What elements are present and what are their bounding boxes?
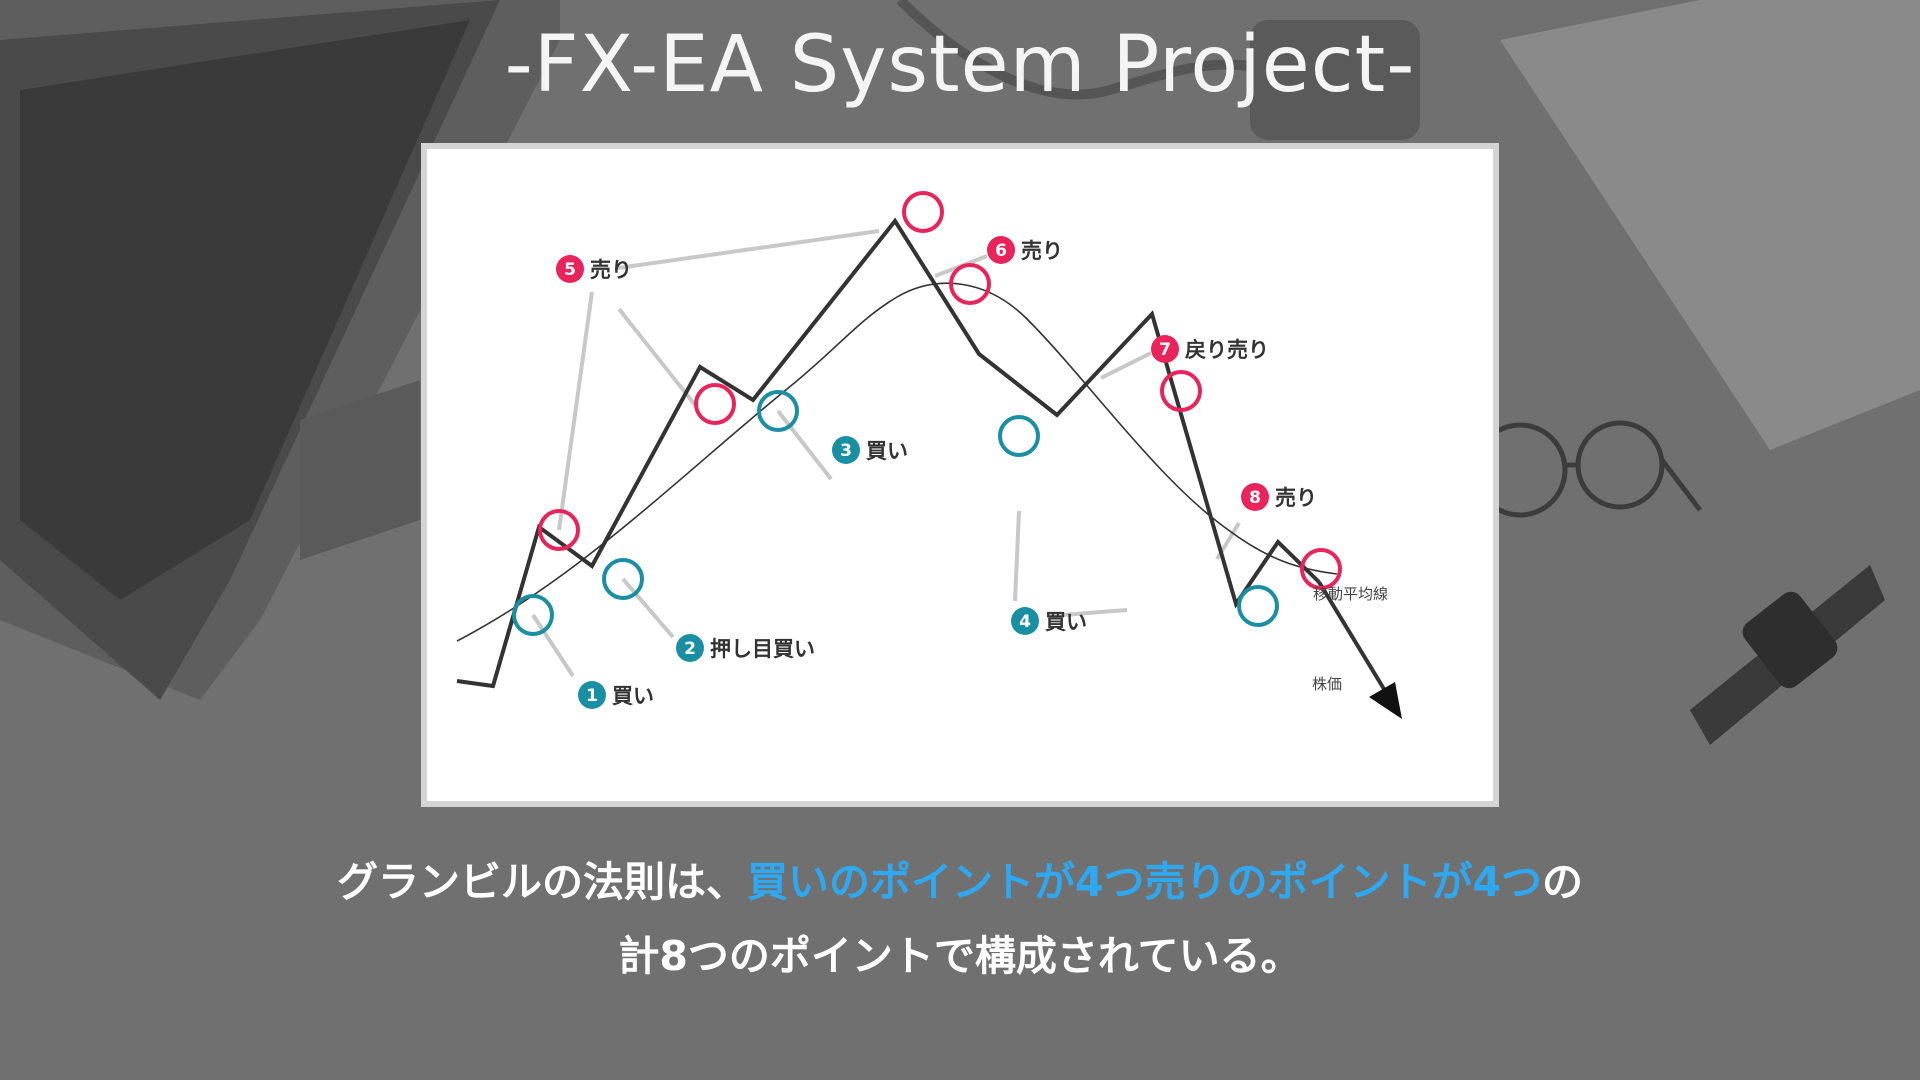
badge-1-number: 1	[586, 686, 598, 706]
sell-circle-6	[949, 263, 991, 305]
badge-6-number: 6	[995, 241, 1007, 261]
label-2-text: 押し目買い	[710, 637, 815, 661]
badge-3-number: 3	[840, 441, 852, 461]
label-7: 7 戻り売り	[1151, 335, 1269, 363]
buy-circle-2	[602, 558, 644, 600]
label-2: 2 押し目買い	[676, 634, 815, 662]
label-5-text: 売り	[590, 258, 632, 282]
badge-7-number: 7	[1159, 340, 1171, 360]
granville-diagram: 1 買い 2 押し目買い 3 買い 4 買い 5 売り 6 売り	[456, 191, 1402, 719]
connector-5b	[617, 229, 880, 270]
caption-line-1-highlight: 買いのポイントが4つ売りのポイントが4つ	[746, 858, 1543, 906]
sell-circles	[538, 191, 1342, 590]
label-7-text: 戻り売り	[1185, 338, 1269, 362]
connector-5a	[557, 291, 594, 531]
moving-average-line	[456, 282, 1338, 642]
badge-5-number: 5	[564, 260, 576, 280]
connector-5c	[617, 307, 697, 407]
label-8: 8 売り	[1241, 483, 1317, 511]
caption-line-1-pre: グランビルの法則は、	[336, 858, 747, 906]
sell-circle-5a	[538, 509, 580, 551]
caption-line-1: グランビルの法則は、買いのポイントが4つ売りのポイントが4つの	[0, 848, 1920, 908]
sell-circle-5c	[902, 191, 944, 233]
price-arrow-shaft	[1317, 580, 1389, 696]
sell-circle-5b	[694, 383, 736, 425]
buy-circle-4a	[998, 415, 1040, 457]
label-5: 5 売り	[556, 255, 632, 283]
label-1-text: 買い	[612, 684, 654, 708]
price-label: 株価	[1312, 675, 1342, 693]
label-6: 6 売り	[987, 236, 1063, 264]
moving-average-label: 移動平均線	[1313, 585, 1388, 603]
slide-title: -FX-EA System Project-	[504, 20, 1416, 110]
buy-circle-1	[512, 594, 554, 636]
label-8-text: 売り	[1275, 486, 1317, 510]
connector-4b	[1048, 608, 1128, 618]
label-4: 4 買い	[1011, 607, 1087, 635]
badge-5	[556, 255, 584, 283]
label-6-text: 売り	[1021, 239, 1063, 263]
sell-circle-7	[1160, 370, 1202, 412]
badge-8	[1241, 483, 1269, 511]
badge-2-number: 2	[684, 639, 696, 659]
smartwatch-illustration	[1690, 565, 1885, 745]
connector-3	[776, 409, 833, 481]
laptop-illustration	[0, 0, 560, 700]
connector-2	[621, 577, 675, 639]
price-arrow-head	[1369, 682, 1402, 719]
label-4-text: 買い	[1045, 610, 1087, 634]
buy-circle-3	[757, 390, 799, 432]
connector-1	[531, 613, 575, 678]
notebook-illustration	[1500, 0, 1920, 450]
label-3: 3 買い	[832, 436, 908, 464]
granville-diagram-frame: 1 買い 2 押し目買い 3 買い 4 買い 5 売り 6 売り	[421, 143, 1499, 807]
cable-illustration	[896, 0, 1420, 140]
connector-4	[1013, 510, 1021, 602]
badge-7	[1151, 335, 1179, 363]
badge-1	[578, 681, 606, 709]
badge-4	[1011, 607, 1039, 635]
connector-7	[1100, 351, 1152, 380]
caption-line-1-post: の	[1542, 858, 1584, 906]
badge-6	[987, 236, 1015, 264]
sell-circle-8	[1300, 548, 1342, 590]
buy-circle-4b	[1237, 585, 1279, 627]
badge-4-number: 4	[1019, 612, 1031, 632]
label-3-text: 買い	[866, 439, 908, 463]
badge-8-number: 8	[1249, 488, 1261, 508]
buy-circles	[512, 390, 1279, 636]
badge-2	[676, 634, 704, 662]
caption-line-2: 計8つのポイントで構成されている。	[618, 932, 1302, 980]
label-1: 1 買い	[578, 681, 654, 709]
badge-3	[832, 436, 860, 464]
